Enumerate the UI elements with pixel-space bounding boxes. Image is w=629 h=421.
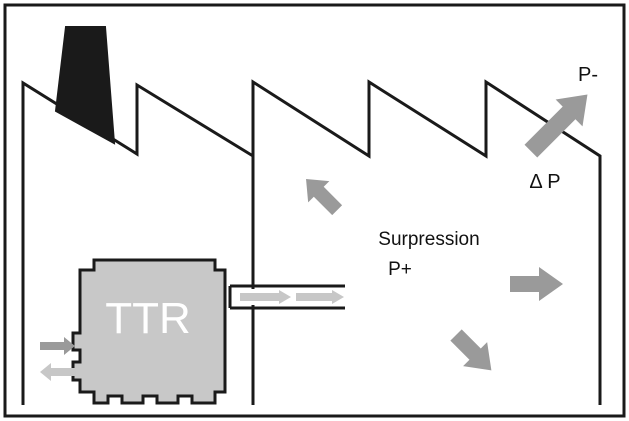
arrow-exhaust xyxy=(524,94,588,158)
arrow-up-left xyxy=(306,179,343,216)
supply-duct xyxy=(228,284,345,310)
pressure-plus-label: P+ xyxy=(388,259,412,280)
duct-arrow-1 xyxy=(240,290,291,304)
delta-pressure-label: Δ P xyxy=(529,171,560,193)
factory-roofline xyxy=(21,79,602,405)
inlet-arrow-out xyxy=(40,363,76,381)
surpression-label: Surpression xyxy=(378,229,479,250)
arrow-right xyxy=(510,267,563,301)
arrow-down-right xyxy=(450,329,492,371)
ttr-unit xyxy=(71,258,227,405)
duct-arrow-2 xyxy=(296,290,344,304)
chimney xyxy=(54,26,116,145)
pressure-minus-label: P- xyxy=(578,64,598,86)
ttr-unit-label: TTR xyxy=(105,294,191,343)
inlet-arrow-in xyxy=(40,337,75,355)
